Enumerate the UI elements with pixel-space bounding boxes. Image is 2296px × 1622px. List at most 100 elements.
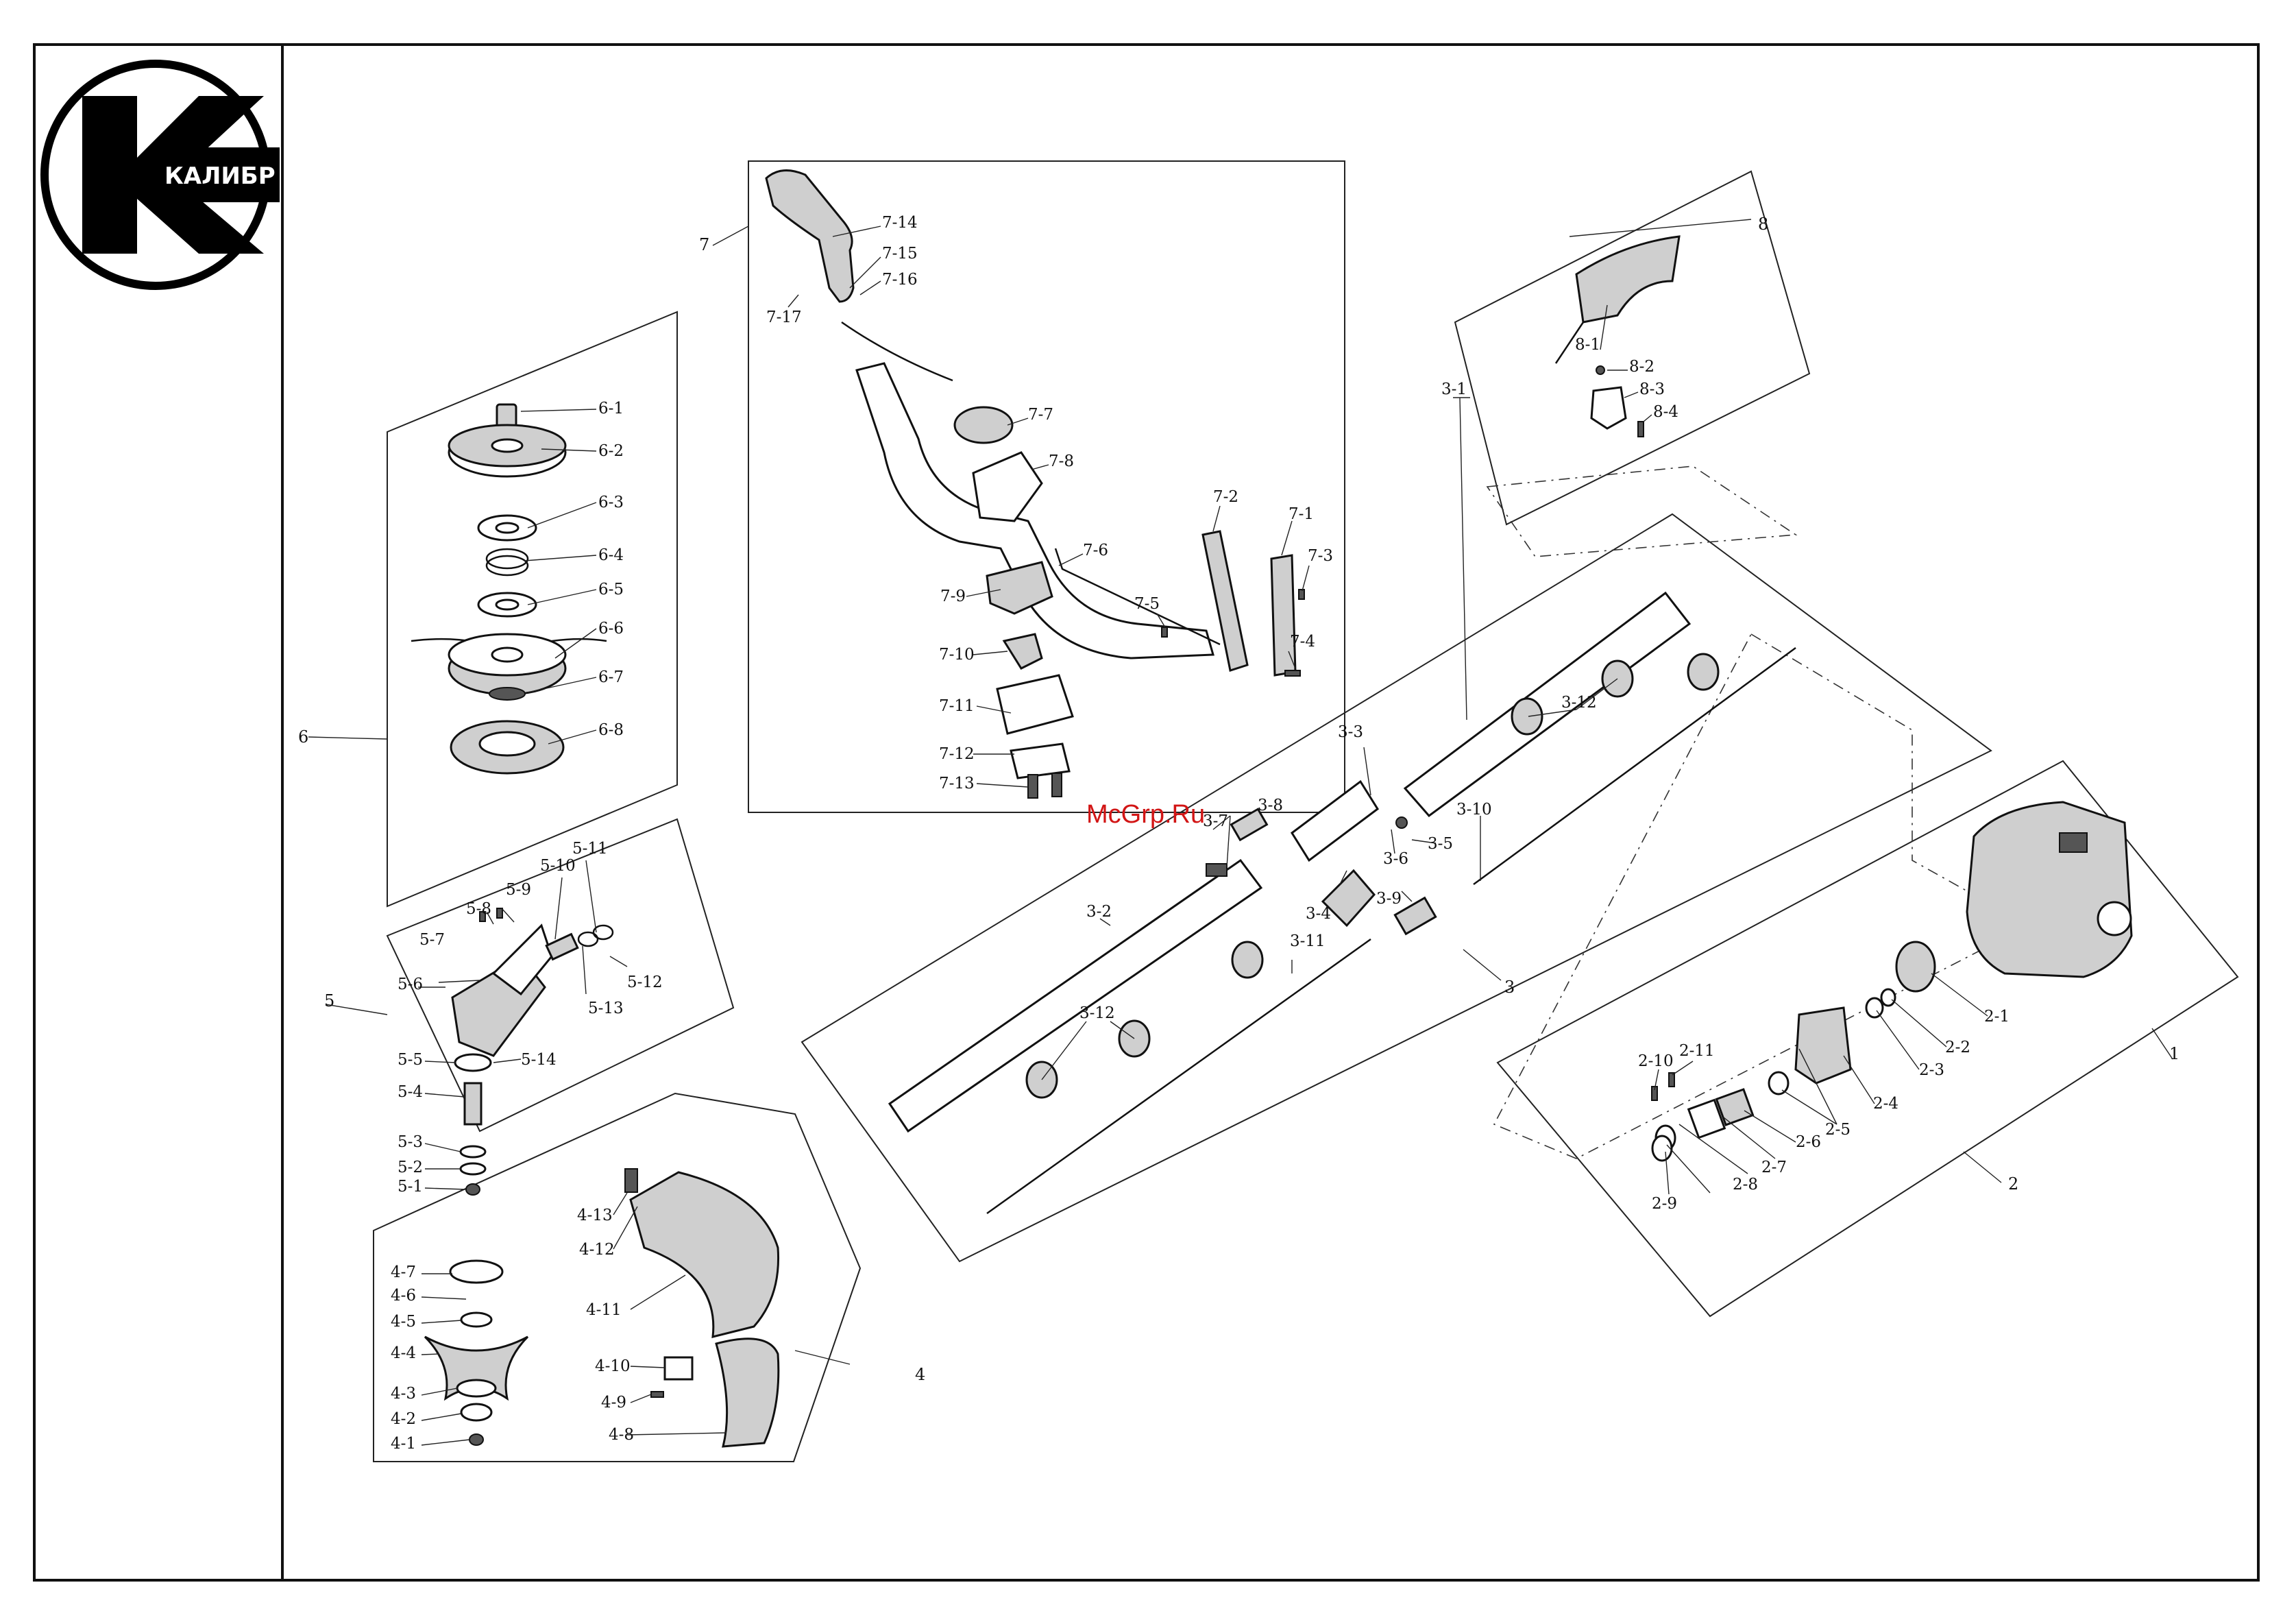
part-label: 6-5: [598, 581, 624, 598]
part-label: 3-4: [1306, 905, 1331, 923]
part-label: 7-17: [766, 308, 802, 326]
part-label: 6-1: [598, 400, 624, 417]
part-label: 8-4: [1653, 403, 1678, 421]
group-label: 6: [298, 727, 308, 747]
handle-parts: [765, 169, 1305, 799]
part-label: 4-8: [609, 1426, 634, 1444]
panel-guard: [373, 1092, 862, 1462]
part-label: 5-14: [521, 1051, 557, 1069]
part-label: 2-5: [1825, 1121, 1851, 1139]
group-label: 3: [1504, 978, 1515, 997]
part-label: 7-2: [1213, 488, 1238, 506]
part-label: 5-13: [588, 1000, 624, 1017]
part-label: 7-3: [1308, 547, 1333, 565]
harness-parts: [1554, 235, 1681, 437]
part-label: 5-7: [419, 931, 445, 949]
trimmer-head-parts: [411, 403, 607, 775]
part-label: 6-6: [598, 620, 624, 638]
part-label: 4-9: [601, 1394, 626, 1412]
part-label: 5-2: [398, 1159, 423, 1176]
part-label: 2-4: [1873, 1095, 1898, 1113]
part-label: 4-6: [391, 1287, 416, 1305]
panel-harness: [1454, 170, 1811, 526]
part-label: 7-1: [1289, 505, 1314, 523]
group-numbers: 1 2 3 4 5 6 7 8: [298, 215, 2179, 1384]
part-label: 4-1: [391, 1435, 416, 1453]
part-label: 7-5: [1134, 595, 1160, 613]
part-label: 8-1: [1575, 336, 1600, 354]
part-label: 5-11: [572, 840, 608, 858]
group-label: 4: [915, 1365, 925, 1384]
part-labels: 6-1 6-2 6-3 6-4 6-5 6-6 6-7 6-8 7-14 7-1…: [391, 214, 2010, 1453]
part-label: 6-3: [598, 494, 624, 511]
part-label: 3-11: [1290, 932, 1326, 950]
part-label: 3-3: [1338, 723, 1363, 741]
part-label: 3-5: [1428, 835, 1453, 853]
part-label: 2-1: [1984, 1008, 2010, 1026]
part-label: 7-15: [882, 245, 918, 263]
logo-text: КАЛИБР: [164, 162, 276, 190]
part-label: 4-10: [595, 1357, 631, 1375]
part-label: 4-12: [579, 1241, 615, 1259]
leader-lines: [308, 219, 2173, 1446]
part-label: 4-7: [391, 1263, 416, 1281]
group-label: 1: [2169, 1044, 2179, 1063]
part-label: 3-6: [1383, 850, 1408, 868]
panel-engine: [1496, 760, 2239, 1318]
part-label: 2-2: [1945, 1039, 1970, 1056]
part-label: 4-4: [391, 1344, 416, 1362]
part-label: 7-13: [939, 775, 975, 792]
part-label: 7-6: [1083, 542, 1108, 559]
part-label: 7-4: [1290, 633, 1315, 651]
group-label: 7: [699, 235, 709, 254]
group-label: 2: [2008, 1174, 2018, 1194]
part-label: 4-5: [391, 1313, 416, 1331]
dash-harness-link: [1486, 465, 1798, 557]
panel-shaft: [801, 513, 1992, 1263]
part-label: 8-2: [1629, 358, 1654, 376]
part-label: 5-9: [506, 881, 531, 899]
part-label: 3-8: [1258, 797, 1283, 814]
part-label: 7-16: [882, 271, 918, 289]
panel-trimmer-head: [387, 311, 678, 908]
part-label: 2-3: [1919, 1061, 1944, 1079]
guard-parts: [424, 1168, 780, 1448]
part-label: 5-8: [466, 900, 491, 918]
part-label: 2-9: [1652, 1195, 1677, 1213]
shaft-parts: [888, 591, 1796, 1215]
part-label: 5-6: [398, 976, 423, 993]
part-label: 6-7: [598, 668, 624, 686]
part-label: 2-11: [1679, 1042, 1715, 1060]
group-label: 8: [1758, 215, 1768, 234]
part-label: 3-1: [1441, 380, 1467, 398]
part-label: 5-3: [398, 1133, 423, 1151]
part-label: 6-8: [598, 721, 624, 739]
sheet-frame: [33, 43, 2260, 1582]
part-label: 5-10: [540, 857, 576, 875]
gearbox-parts: [451, 908, 614, 1196]
part-label: 8-3: [1639, 380, 1665, 398]
part-label: 5-12: [627, 973, 663, 991]
part-label: 4-11: [586, 1301, 622, 1319]
dash-shaft-engine: [1493, 633, 2030, 1159]
part-label: 3-2: [1086, 903, 1112, 921]
group-label: 5: [324, 991, 334, 1010]
part-label: 2-10: [1638, 1052, 1674, 1070]
part-label: 4-3: [391, 1385, 416, 1403]
part-label: 5-1: [398, 1178, 423, 1196]
part-label: 3-10: [1456, 801, 1492, 819]
part-label: 7-12: [939, 745, 975, 763]
part-label: 6-2: [598, 442, 624, 460]
watermark-text: McGrp.Ru: [1086, 800, 1205, 829]
part-label: 2-7: [1761, 1159, 1787, 1176]
part-label: 4-2: [391, 1410, 416, 1428]
part-label: 3-7: [1203, 812, 1228, 830]
brand-logo: КАЛИБР: [40, 60, 280, 290]
part-label: 2-8: [1733, 1176, 1758, 1194]
part-label: 7-14: [882, 214, 918, 232]
part-label: 7-7: [1028, 406, 1053, 424]
part-label: 7-9: [940, 588, 966, 605]
part-label: 4-13: [577, 1207, 613, 1224]
part-label: 5-5: [398, 1051, 423, 1069]
